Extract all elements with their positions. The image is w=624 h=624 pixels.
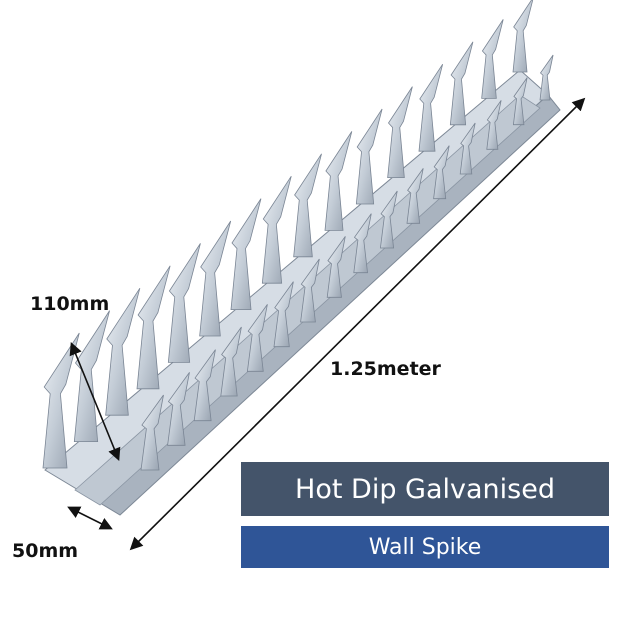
spike-front	[539, 54, 554, 101]
length-label: 1.25meter	[330, 358, 441, 380]
spike-strip-base	[44, 69, 561, 516]
spike-rear	[512, 0, 534, 73]
spike-row-rear	[42, 0, 534, 469]
height-label: 110mm	[30, 293, 110, 315]
product-subtitle-banner: Wall Spike	[241, 526, 609, 568]
product-title: Hot Dip Galvanised	[295, 473, 555, 505]
product-title-banner: Hot Dip Galvanised	[241, 462, 609, 516]
product-subtitle: Wall Spike	[368, 534, 482, 560]
spike-rear	[481, 19, 504, 99]
width-label: 50mm	[12, 540, 79, 562]
height-dimension-arrow	[69, 342, 121, 461]
length-dimension-arrow	[129, 97, 586, 551]
width-dimension-arrow	[67, 506, 113, 530]
